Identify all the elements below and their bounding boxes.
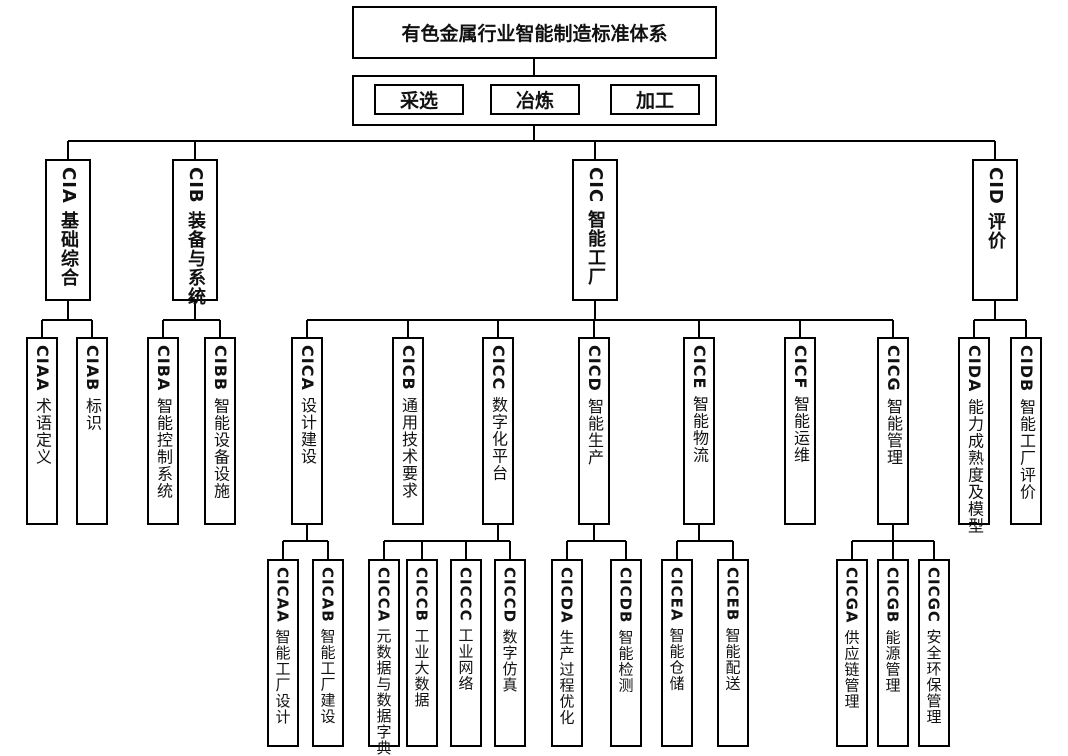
node-label: 智能设备设施	[211, 397, 230, 500]
node-code: CICCA	[374, 567, 393, 623]
node-label: 安全环保管理	[924, 628, 943, 725]
node-code: CICA	[298, 345, 317, 391]
node-cicga: CICGA 供应链管理	[836, 559, 868, 747]
node-cicea: CICEA 智能仓储	[661, 559, 693, 747]
node-code: CICGC	[924, 567, 943, 623]
category-code: CID	[985, 167, 1006, 205]
node-label: 能源管理	[883, 629, 902, 694]
node-label: 元数据与数据字典	[374, 628, 393, 756]
node-label: 智能运维	[791, 395, 810, 464]
node-cica: CICA 设计建设	[291, 337, 323, 525]
node-cidb: CIDB 智能工厂评价	[1010, 337, 1042, 525]
node-cicb: CICB 通用技术要求	[392, 337, 424, 525]
node-label: 通用技术要求	[399, 396, 418, 499]
node-code: CIDA	[965, 345, 984, 393]
category-label: 装备与系统	[185, 210, 206, 306]
node-label: 智能工厂设计	[273, 628, 292, 725]
node-label: 智能检测	[616, 629, 635, 694]
node-code: CICAB	[318, 567, 337, 623]
node-label: 数字仿真	[500, 628, 519, 693]
node-code: CIAB	[83, 345, 102, 392]
category-code: CIB	[185, 167, 206, 204]
node-cicab: CICAB 智能工厂建设	[312, 559, 344, 747]
node-cicf: CICF 智能运维	[784, 337, 816, 525]
scope-smelting: 冶炼	[490, 84, 580, 115]
category-code: CIC	[585, 167, 606, 204]
node-code: CICCB	[412, 567, 431, 623]
node-label: 设计建设	[298, 396, 317, 465]
node-label: 供应链管理	[842, 629, 861, 710]
node-label: 智能工厂评价	[1017, 398, 1036, 501]
category-cic: CIC 智能工厂	[572, 159, 618, 301]
node-code: CICC	[489, 345, 508, 391]
node-ciccc: CICCC 工业网络	[450, 559, 482, 747]
node-cicca: CICCA 元数据与数据字典	[368, 559, 400, 756]
node-cicgc: CICGC 安全环保管理	[918, 559, 950, 747]
node-cicda: CICDA 生产过程优化	[551, 559, 583, 747]
node-code: CICF	[791, 345, 810, 390]
node-code: CICAA	[273, 567, 292, 623]
node-code: CICCC	[456, 567, 475, 622]
node-cicc: CICC 数字化平台	[482, 337, 514, 525]
node-ciccd: CICCD 数字仿真	[494, 559, 526, 747]
node-code: CIAA	[33, 345, 52, 392]
node-code: CICD	[585, 345, 604, 392]
node-code: CICG	[884, 345, 903, 392]
category-label: 智能工厂	[585, 210, 606, 287]
category-cid: CID 评价	[972, 159, 1018, 301]
node-code: CICDA	[557, 567, 576, 624]
scope-mining: 采选	[374, 84, 464, 115]
node-label: 工业网络	[456, 627, 475, 692]
node-ciccb: CICCB 工业大数据	[406, 559, 438, 747]
scope-processing: 加工	[610, 84, 700, 115]
node-cicdb: CICDB 智能检测	[610, 559, 642, 747]
node-code: CICGB	[883, 567, 902, 624]
node-code: CIDB	[1017, 345, 1036, 393]
node-cicgb: CICGB 能源管理	[877, 559, 909, 747]
node-code: CICEA	[667, 567, 686, 622]
node-label: 智能管理	[884, 397, 903, 466]
node-cicg: CICG 智能管理	[877, 337, 909, 525]
node-code: CICE	[690, 345, 709, 390]
node-cida: CIDA 能力成熟度及模型	[958, 337, 990, 534]
node-code: CIBA	[154, 345, 173, 392]
category-code: CIA	[58, 167, 79, 204]
node-ciceb: CICEB 智能配送	[717, 559, 749, 747]
node-ciab: CIAB 标识	[76, 337, 108, 525]
node-cice: CICE 智能物流	[683, 337, 715, 525]
node-ciaa: CIAA 术语定义	[26, 337, 58, 525]
node-label: 工业大数据	[412, 627, 431, 708]
category-cia: CIA 基础综合	[45, 159, 91, 301]
scope-container: 采选 冶炼 加工	[352, 75, 717, 126]
node-cibb: CIBB 智能设备设施	[204, 337, 236, 525]
node-label: 数字化平台	[489, 396, 508, 482]
node-code: CICCD	[500, 567, 519, 624]
node-label: 术语定义	[33, 397, 52, 466]
node-label: 智能仓储	[667, 627, 686, 692]
node-label: 能力成熟度及模型	[965, 398, 984, 535]
node-label: 生产过程优化	[557, 629, 576, 726]
node-cicd: CICD 智能生产	[578, 337, 610, 525]
node-label: 智能配送	[723, 627, 742, 692]
node-code: CICB	[399, 345, 418, 391]
node-code: CIBB	[211, 345, 230, 392]
node-cicaa: CICAA 智能工厂设计	[267, 559, 299, 747]
category-cib: CIB 装备与系统	[172, 159, 218, 306]
node-code: CICGA	[842, 567, 861, 624]
node-code: CICDB	[616, 567, 635, 624]
node-ciba: CIBA 智能控制系统	[147, 337, 179, 525]
diagram-title: 有色金属行业智能制造标准体系	[352, 6, 717, 59]
node-label: 智能生产	[585, 397, 604, 466]
node-label: 智能控制系统	[154, 397, 173, 500]
category-label: 评价	[985, 212, 1006, 251]
node-label: 智能物流	[690, 395, 709, 464]
node-label: 智能工厂建设	[318, 628, 337, 725]
node-code: CICEB	[723, 567, 742, 622]
category-label: 基础综合	[58, 211, 79, 288]
node-label: 标识	[83, 397, 102, 432]
